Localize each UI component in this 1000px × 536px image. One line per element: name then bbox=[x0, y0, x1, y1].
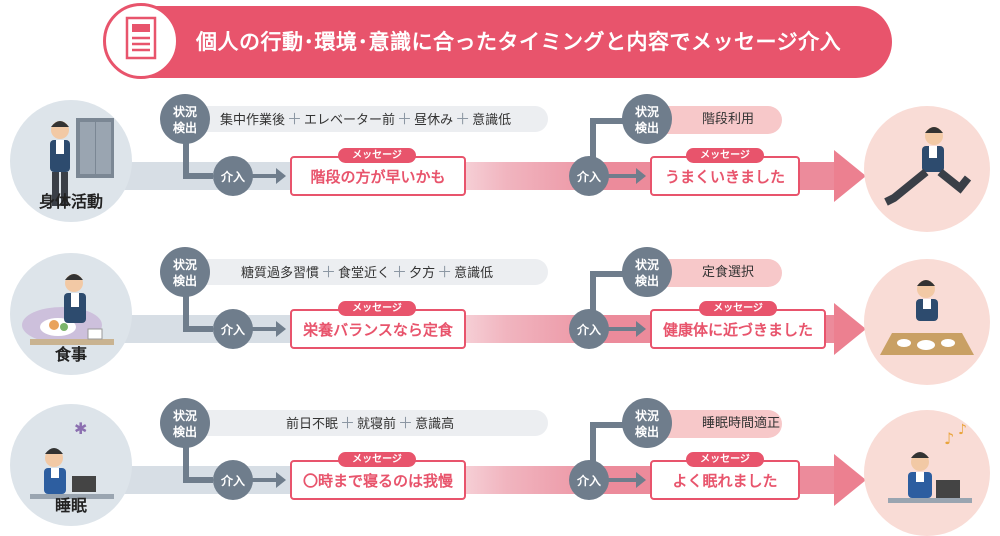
arrow-to-result bbox=[608, 174, 638, 178]
intervene-circle: 介入 bbox=[213, 460, 253, 500]
intervene-circle-2: 介入 bbox=[569, 460, 609, 500]
arrow-head-small-2 bbox=[636, 168, 646, 184]
connector-horizontal-2 bbox=[590, 422, 630, 428]
header-icon-badge bbox=[103, 3, 179, 79]
plus-icon: ＋ bbox=[392, 263, 408, 281]
message-tag: メッセージ bbox=[338, 301, 416, 316]
conditions-band: 前日不眠＋就寝前＋意識高 bbox=[186, 410, 548, 436]
condition-item: 意識低 bbox=[472, 113, 512, 128]
plus-icon: ＋ bbox=[455, 110, 471, 128]
connector-vertical bbox=[183, 426, 189, 478]
status-check-circle: 状況 検出 bbox=[160, 247, 210, 297]
meal-label: 食事 bbox=[54, 345, 87, 364]
status-check-circle: 状況 検出 bbox=[160, 398, 210, 448]
condition-item: 食堂近く bbox=[338, 266, 391, 281]
connector-vertical bbox=[183, 122, 189, 174]
condition-item: 意識高 bbox=[415, 417, 455, 432]
intervene-circle: 介入 bbox=[213, 156, 253, 196]
message-tag-2: メッセージ bbox=[686, 148, 764, 163]
connector-vertical-2 bbox=[590, 120, 596, 160]
intervene-circle: 介入 bbox=[213, 309, 253, 349]
conditions-band: 集中作業後＋エレベーター前＋昼休み＋意識低 bbox=[186, 106, 548, 132]
arrow-head-small-2 bbox=[636, 321, 646, 337]
message-tag-2: メッセージ bbox=[699, 301, 777, 316]
connector-vertical-2 bbox=[590, 273, 596, 313]
physical-activity-result-illustration bbox=[864, 106, 990, 232]
header-title: 個人の行動･環境･意識に合ったタイミングと内容でメッセージ介入 bbox=[196, 30, 842, 54]
arrow-to-message bbox=[252, 327, 278, 331]
intervene-circle-2: 介入 bbox=[569, 309, 609, 349]
arrow-to-message bbox=[252, 478, 278, 482]
meal-illustration bbox=[10, 253, 132, 375]
status-check-circle-2: 状況 検出 bbox=[622, 398, 672, 448]
physical-activity-illustration bbox=[10, 100, 132, 222]
physical-activity-label: 身体活動 bbox=[38, 192, 103, 211]
arrow-head-small bbox=[276, 321, 286, 337]
connector-vertical bbox=[183, 275, 189, 327]
condition-item: 糖質過多習慣 bbox=[241, 266, 320, 281]
condition-item: 意識低 bbox=[454, 266, 494, 281]
connector-vertical-2 bbox=[590, 424, 596, 464]
plus-icon: ＋ bbox=[287, 110, 303, 128]
arrow-head-small bbox=[276, 472, 286, 488]
svg-text:♪: ♪ bbox=[944, 429, 954, 448]
connector-horizontal bbox=[183, 173, 213, 179]
condition-item: 就寝前 bbox=[357, 417, 397, 432]
arrow-to-message bbox=[252, 174, 278, 178]
plus-icon: ＋ bbox=[398, 414, 414, 432]
condition-item: 夕方 bbox=[409, 266, 436, 281]
arrow-to-result bbox=[608, 327, 638, 331]
sleep-label: 睡眠 bbox=[54, 496, 87, 515]
status-check-circle-2: 状況 検出 bbox=[622, 247, 672, 297]
arrow-head bbox=[834, 303, 866, 355]
result-message-box: うまくいきました bbox=[650, 156, 800, 196]
sleep-result-illustration: ♪♪ bbox=[864, 410, 990, 536]
message-tag-2: メッセージ bbox=[686, 452, 764, 467]
plus-icon: ＋ bbox=[340, 414, 356, 432]
condition-item: 昼休み bbox=[414, 113, 454, 128]
status-check-circle: 状況 検出 bbox=[160, 94, 210, 144]
conditions-text: 集中作業後＋エレベーター前＋昼休み＋意識低 bbox=[220, 106, 511, 134]
status-check-circle-2: 状況 検出 bbox=[622, 94, 672, 144]
intervene-circle-2: 介入 bbox=[569, 156, 609, 196]
arrow-to-result bbox=[608, 478, 638, 482]
condition-item: エレベーター前 bbox=[304, 113, 396, 128]
conditions-band: 糖質過多習慣＋食堂近く＋夕方＋意識低 bbox=[186, 259, 548, 285]
connector-horizontal bbox=[183, 326, 213, 332]
connector-horizontal-2 bbox=[590, 271, 630, 277]
header-banner bbox=[110, 6, 892, 78]
arrow-head bbox=[834, 454, 866, 506]
arrow-head-small bbox=[276, 168, 286, 184]
sleep-illustration: ✱ bbox=[10, 404, 132, 526]
document-icon bbox=[125, 16, 157, 60]
condition-item: 前日不眠 bbox=[286, 417, 339, 432]
plus-icon: ＋ bbox=[437, 263, 453, 281]
arrow-head bbox=[834, 150, 866, 202]
message-tag: メッセージ bbox=[338, 452, 416, 467]
plus-icon: ＋ bbox=[397, 110, 413, 128]
condition-item: 集中作業後 bbox=[220, 113, 286, 128]
message-box: 〇時まで寝るのは我慢 bbox=[290, 460, 466, 500]
conditions-text: 糖質過多習慣＋食堂近く＋夕方＋意識低 bbox=[241, 259, 493, 287]
conditions-text: 前日不眠＋就寝前＋意識高 bbox=[286, 410, 454, 438]
svg-text:♪: ♪ bbox=[958, 422, 967, 438]
connector-horizontal bbox=[183, 477, 213, 483]
svg-text:✱: ✱ bbox=[74, 419, 87, 438]
plus-icon: ＋ bbox=[321, 263, 337, 281]
arrow-head-small-2 bbox=[636, 472, 646, 488]
connector-horizontal-2 bbox=[590, 118, 630, 124]
meal-result-illustration bbox=[864, 259, 990, 385]
message-tag: メッセージ bbox=[338, 148, 416, 163]
